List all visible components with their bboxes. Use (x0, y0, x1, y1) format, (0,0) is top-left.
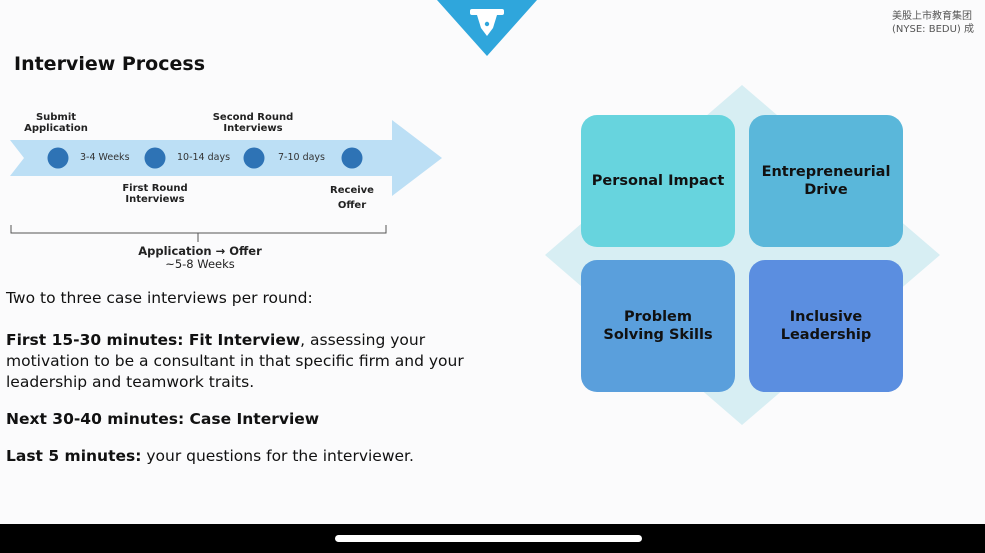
label-first-round: First Round Interviews (122, 183, 188, 205)
page-title: Interview Process (14, 53, 206, 75)
timeline-dot (243, 147, 265, 169)
interview-timeline: Submit Application Second Round Intervie… (0, 105, 460, 275)
summary-title: Application → Offer (138, 244, 262, 258)
timeline-bracket (10, 225, 387, 242)
pen-nib-icon (470, 9, 504, 36)
company-line-2: (NYSE: BEDU) 成 (892, 24, 974, 35)
label-receive-offer: Receive Offer (330, 185, 374, 211)
duration-3: 7-10 days (278, 152, 326, 163)
slide: 美股上市教育集团 (NYSE: BEDU) 成 Interview Proces… (0, 0, 974, 465)
logo (437, 0, 537, 56)
company-listing-text: 美股上市教育集团 (NYSE: BEDU) 成 (892, 10, 974, 36)
label-submit-application: Submit Application (24, 112, 88, 134)
duration-1: 3-4 Weeks (80, 152, 130, 163)
fit-interview-paragraph: First 15-30 minutes: Fit Interview, asse… (6, 331, 464, 391)
label-second-round: Second Round Interviews (212, 112, 294, 134)
home-indicator[interactable] (335, 535, 642, 542)
fit-interview-label: First 15-30 minutes: Fit Interview (6, 331, 301, 349)
questions-paragraph: Last 5 minutes: your questions for the i… (6, 447, 414, 465)
timeline-summary: Application → Offer ~5-8 Weeks (100, 245, 300, 271)
timeline-dot (144, 147, 166, 169)
company-line-1: 美股上市教育集团 (892, 11, 972, 22)
case-interview-paragraph: Next 30-40 minutes: Case Interview (6, 410, 320, 428)
duration-2: 10-14 days (177, 152, 231, 163)
summary-duration: ~5-8 Weeks (165, 257, 235, 271)
intro-text: Two to three case interviews per round: (6, 289, 313, 307)
timeline-dot (47, 147, 69, 169)
quadrant-personal-impact: Personal Impact (581, 115, 735, 247)
timeline-dot (341, 147, 363, 169)
timeline-arrow (10, 120, 442, 242)
